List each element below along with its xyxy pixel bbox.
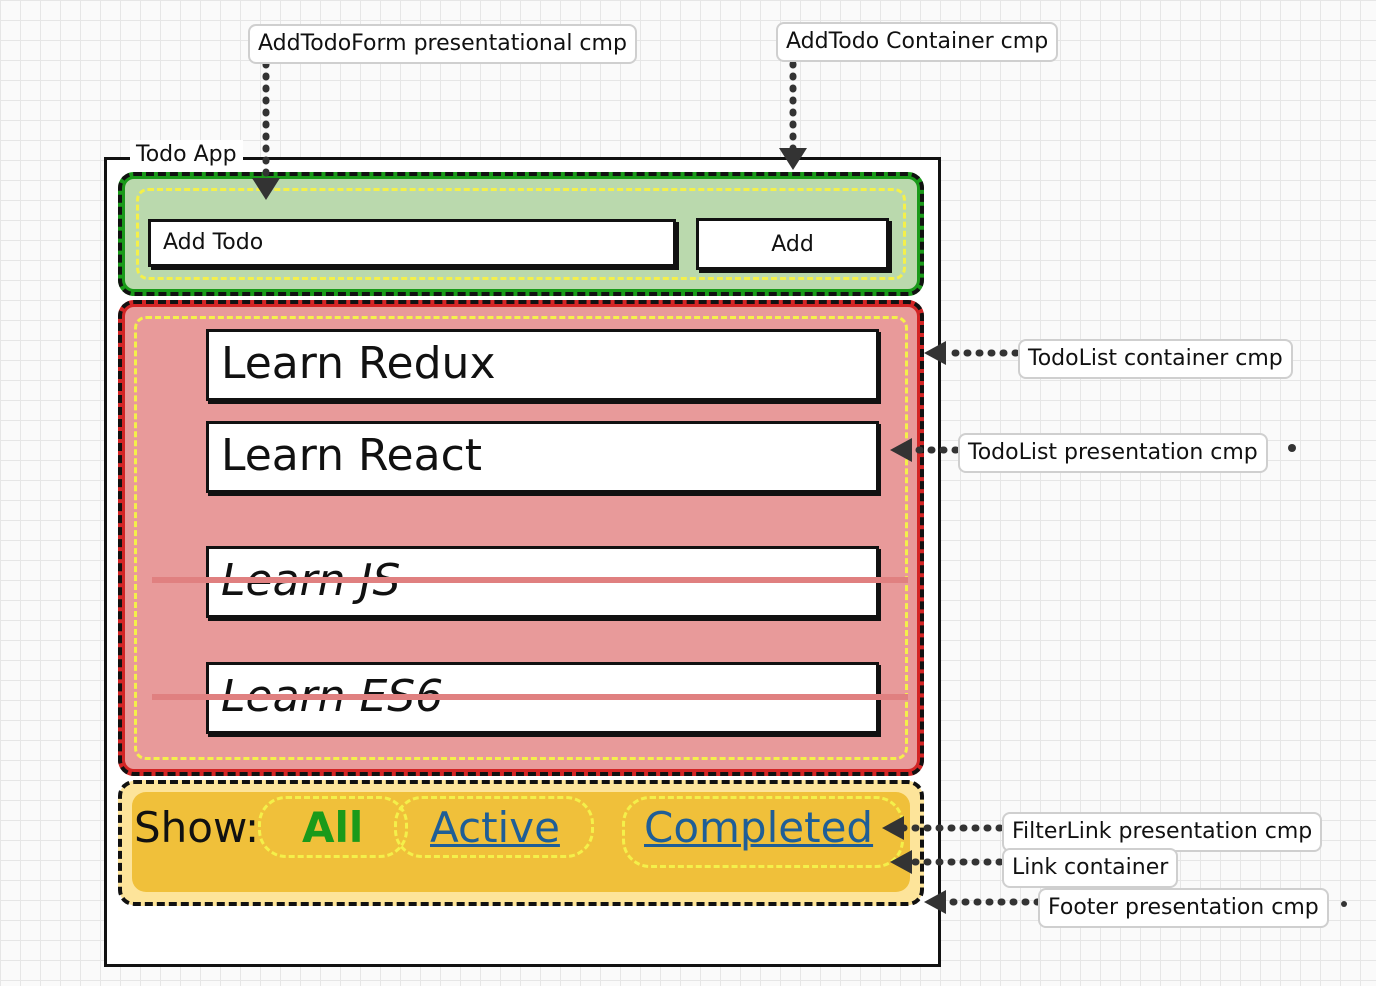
filter-all: All — [302, 803, 364, 852]
strikethrough-line — [152, 694, 908, 700]
filter-link-outline — [394, 796, 594, 858]
callout-filterlink-presentation: FilterLink presentation cmp — [1002, 812, 1323, 852]
todolist-container-outline — [118, 300, 924, 776]
add-todo-input[interactable]: Add Todo — [148, 219, 676, 267]
add-button[interactable]: Add — [696, 218, 889, 270]
todo-item[interactable]: Learn Redux — [206, 329, 879, 401]
callout-todolist-presentation: TodoList presentation cmp — [958, 433, 1268, 473]
app-title: Todo App — [130, 140, 243, 170]
todo-item[interactable]: Learn React — [206, 421, 879, 493]
show-label: Show: — [134, 803, 260, 852]
callout-todolist-container: TodoList container cmp — [1018, 339, 1293, 379]
filter-completed-link[interactable]: Completed — [644, 803, 874, 852]
footer-outline — [118, 780, 924, 906]
filter-link-outline — [258, 796, 408, 858]
filter-active-link[interactable]: Active — [430, 803, 560, 852]
callout-footer-presentation: Footer presentation cmp — [1038, 888, 1329, 928]
callout-add-todo-form: AddTodoForm presentational cmp — [248, 24, 637, 64]
callout-link-container: Link container — [1002, 848, 1179, 888]
add-todo-form-outline — [136, 188, 906, 280]
strikethrough-line — [152, 577, 908, 583]
add-todo-container-outline — [118, 172, 924, 296]
callout-add-todo-container: AddTodo Container cmp — [776, 22, 1059, 62]
todolist-presentation-outline — [134, 316, 908, 760]
